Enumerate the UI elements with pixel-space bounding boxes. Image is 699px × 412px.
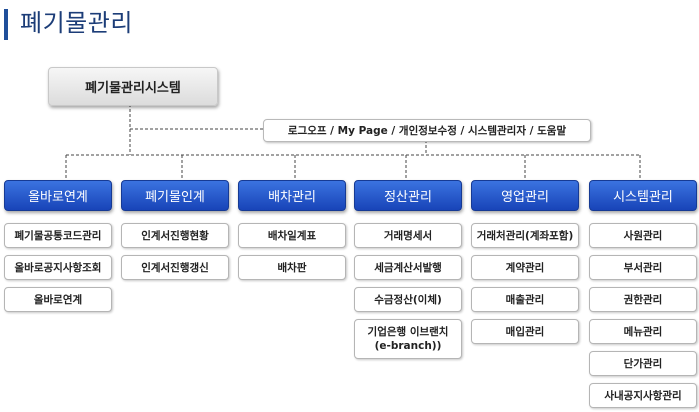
column-header-handover: 폐기물인계 (121, 180, 229, 211)
item-waste-code: 폐기물공통코드관리 (4, 223, 112, 248)
item-internal-notice-management: 사내공지사항관리 (589, 383, 697, 408)
item-client-management: 거래처관리(계좌포함) (471, 223, 579, 248)
item-dispatch-board: 배차판 (238, 255, 346, 280)
item-department-management: 부서관리 (589, 255, 697, 280)
item-handover-status: 인계서진행현황 (121, 223, 229, 248)
root-node: 폐기물관리시스템 (48, 67, 218, 106)
item-dispatch-daily: 배차일계표 (238, 223, 346, 248)
column-header-olbaro: 올바로연계 (4, 180, 112, 211)
item-ibk-ebranch-line2: (e-branch)) (374, 340, 442, 352)
title-accent-bar (4, 9, 8, 40)
item-transaction-statement: 거래명세서 (354, 223, 462, 248)
item-olbaro-link: 올바로연계 (4, 287, 112, 312)
item-unit-price-management: 단가관리 (589, 351, 697, 376)
item-menu-management: 메뉴관리 (589, 319, 697, 344)
item-contract-management: 계약관리 (471, 255, 579, 280)
column-header-sales: 영업관리 (471, 180, 579, 211)
item-tax-invoice: 세금계산서발행 (354, 255, 462, 280)
column-header-system: 시스템관리 (589, 180, 697, 211)
page-title: 폐기물관리 (20, 9, 133, 37)
utility-menu-node: 로그오프 / My Page / 개인정보수정 / 시스템관리자 / 도움말 (263, 119, 591, 142)
item-ibk-ebranch: 기업은행 이브랜치 (e-branch)) (354, 319, 462, 359)
item-permission-management: 권한관리 (589, 287, 697, 312)
item-olbaro-notice: 올바로공지사항조회 (4, 255, 112, 280)
item-collection-settlement: 수금정산(이체) (354, 287, 462, 312)
item-purchase-management: 매입관리 (471, 319, 579, 344)
item-handover-update: 인계서진행갱신 (121, 255, 229, 280)
item-ibk-ebranch-line1: 기업은행 이브랜치 (367, 326, 449, 338)
item-sales-management: 매출관리 (471, 287, 579, 312)
item-employee-management: 사원관리 (589, 223, 697, 248)
column-header-dispatch: 배차관리 (238, 180, 346, 211)
column-header-settlement: 정산관리 (354, 180, 462, 211)
